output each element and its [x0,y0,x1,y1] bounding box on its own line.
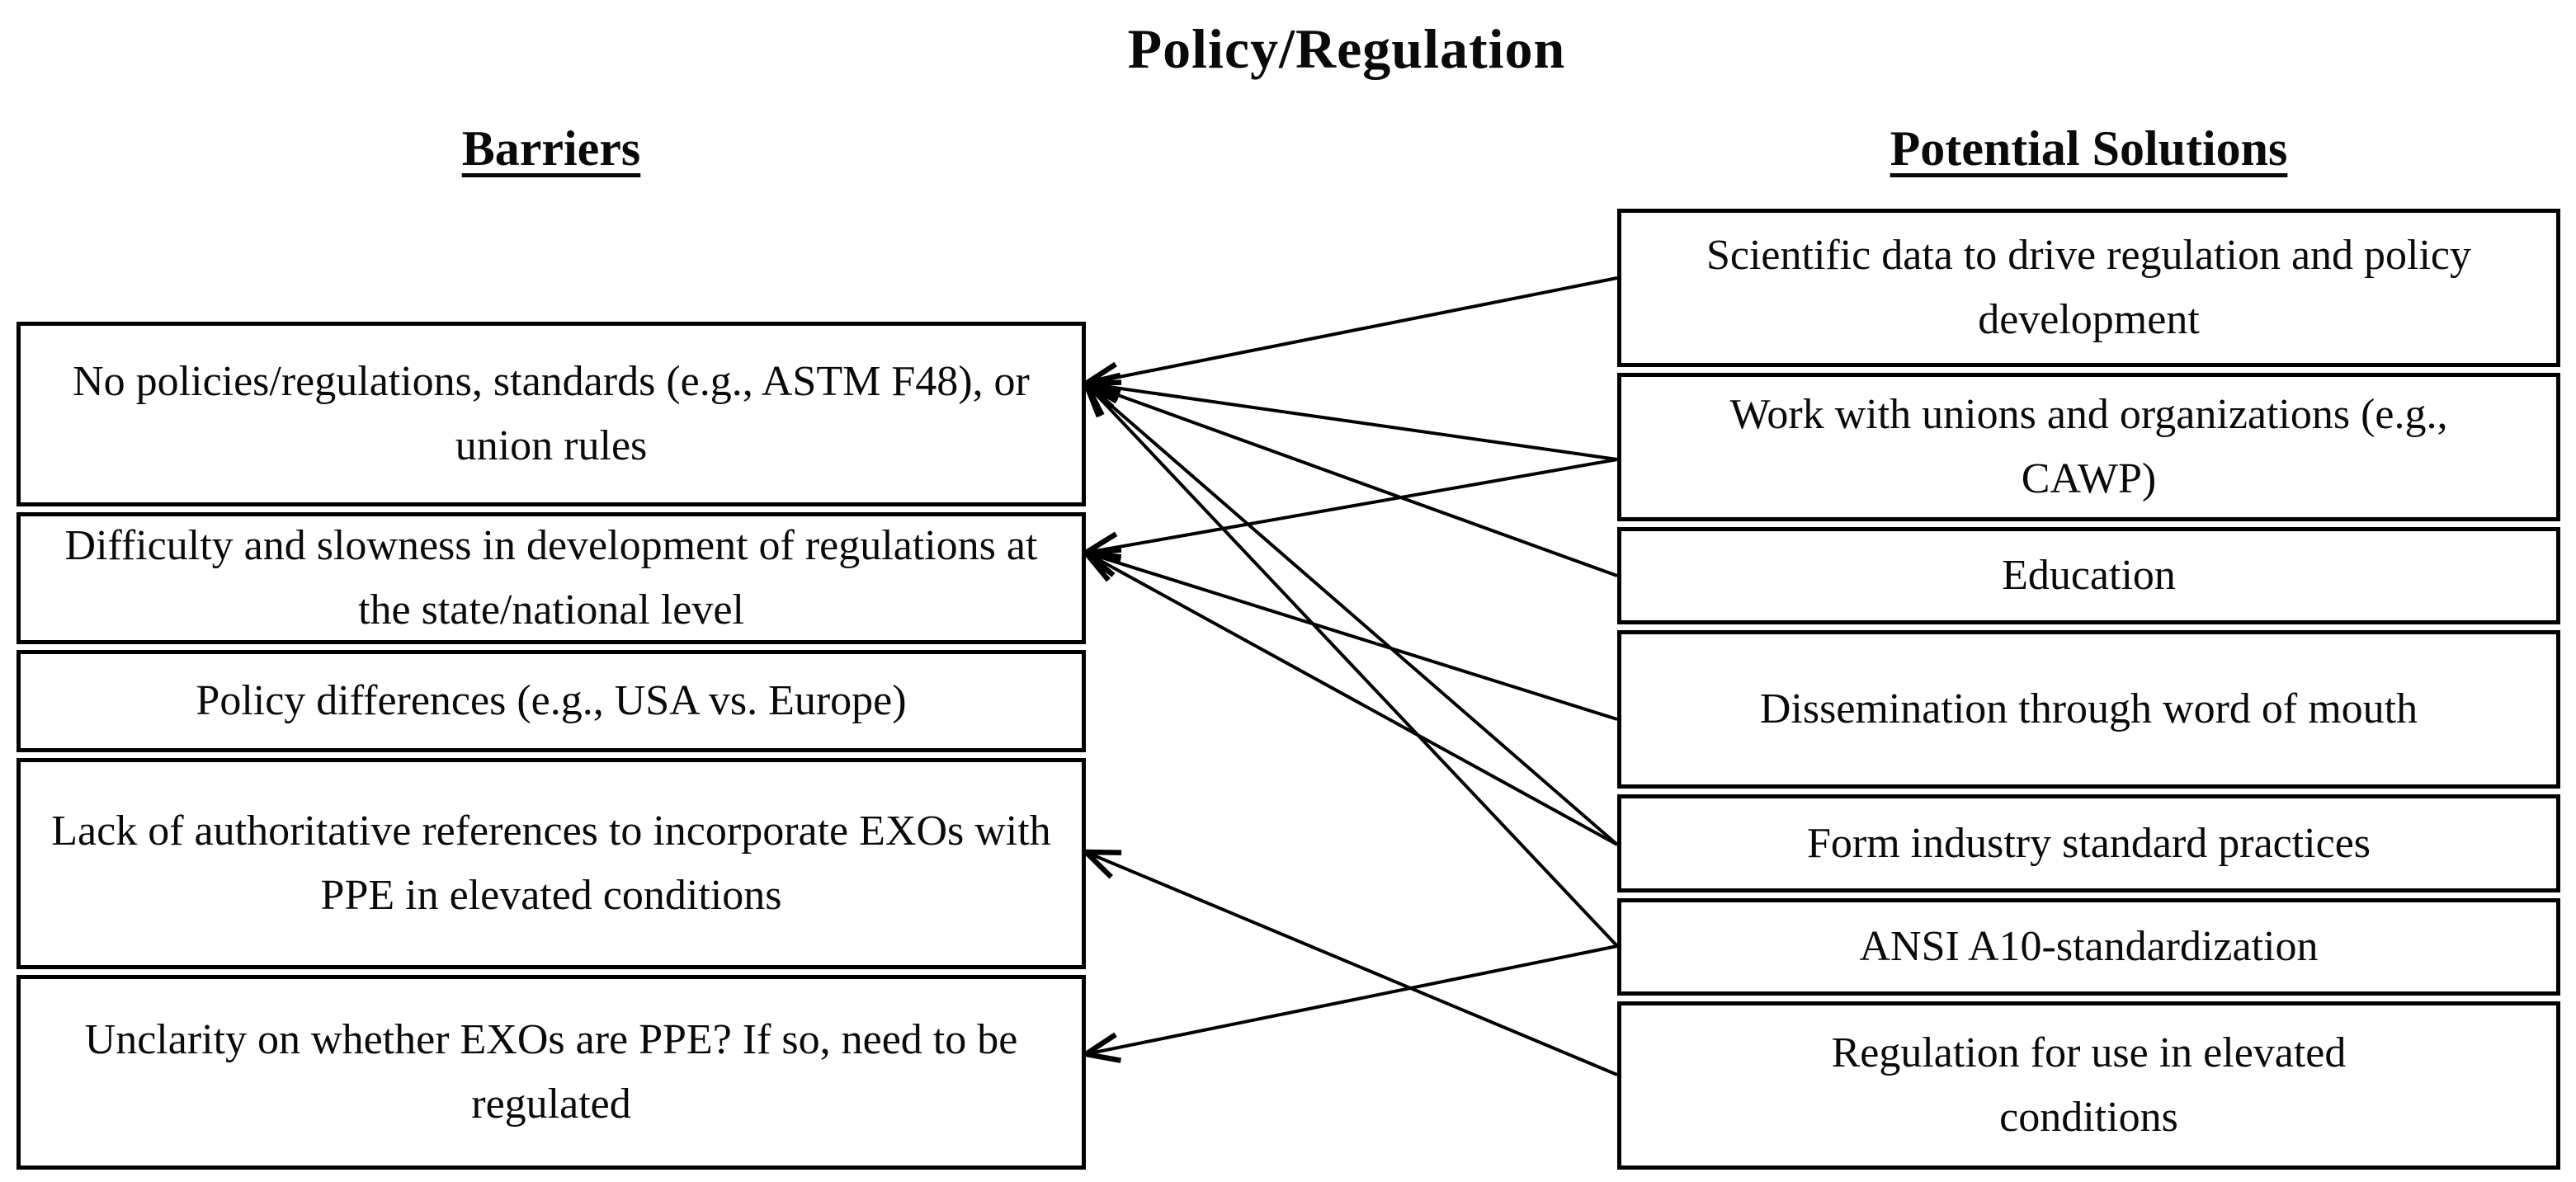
solution-box-dissemination: Dissemination through word of mouth [1617,630,2560,789]
arrow-s7-to-b4 [1086,852,1618,1076]
arrow-s5-to-b1 [1086,384,1619,846]
solution-box-scientific-data: Scientific data to drive regulation and … [1617,209,2560,367]
barrier-box-no-policies: No policies/regulations, standards (e.g.… [17,322,1086,506]
solution-box-education: Education [1617,527,2560,624]
arrow-s2-to-b2 [1086,458,1618,553]
barriers-header: Barriers [461,121,641,176]
solution-box-ansi-a10: ANSI A10-standardization [1617,898,2560,996]
arrow-s6-to-b1 [1086,384,1619,948]
arrow-s3-to-b1 [1086,384,1618,577]
solution-box-work-with-unions: Work with unions and organizations (e.g.… [1617,373,2560,521]
barrier-box-lack-authoritative-references: Lack of authoritative references to inco… [17,758,1086,969]
solution-box-industry-standards: Form industry standard practices [1617,794,2560,892]
barrier-box-policy-differences: Policy differences (e.g., USA vs. Europe… [17,650,1086,752]
arrow-s5-to-b2 [1086,553,1618,846]
arrow-s4-to-b2 [1086,553,1618,721]
arrow-s2-to-b1 [1086,384,1618,461]
solution-box-elevated-regulation: Regulation for use in elevated condition… [1617,1001,2560,1170]
arrow-s6-to-b5 [1086,944,1618,1054]
arrow-s1-to-b1 [1086,276,1618,384]
figure-title: Policy/Regulation [1127,17,1566,80]
barrier-box-exo-ppe-unclarity: Unclarity on whether EXOs are PPE? If so… [17,975,1086,1170]
barrier-box-slow-regulation-development: Difficulty and slowness in development o… [17,512,1086,644]
solutions-header: Potential Solutions [1890,121,2288,176]
